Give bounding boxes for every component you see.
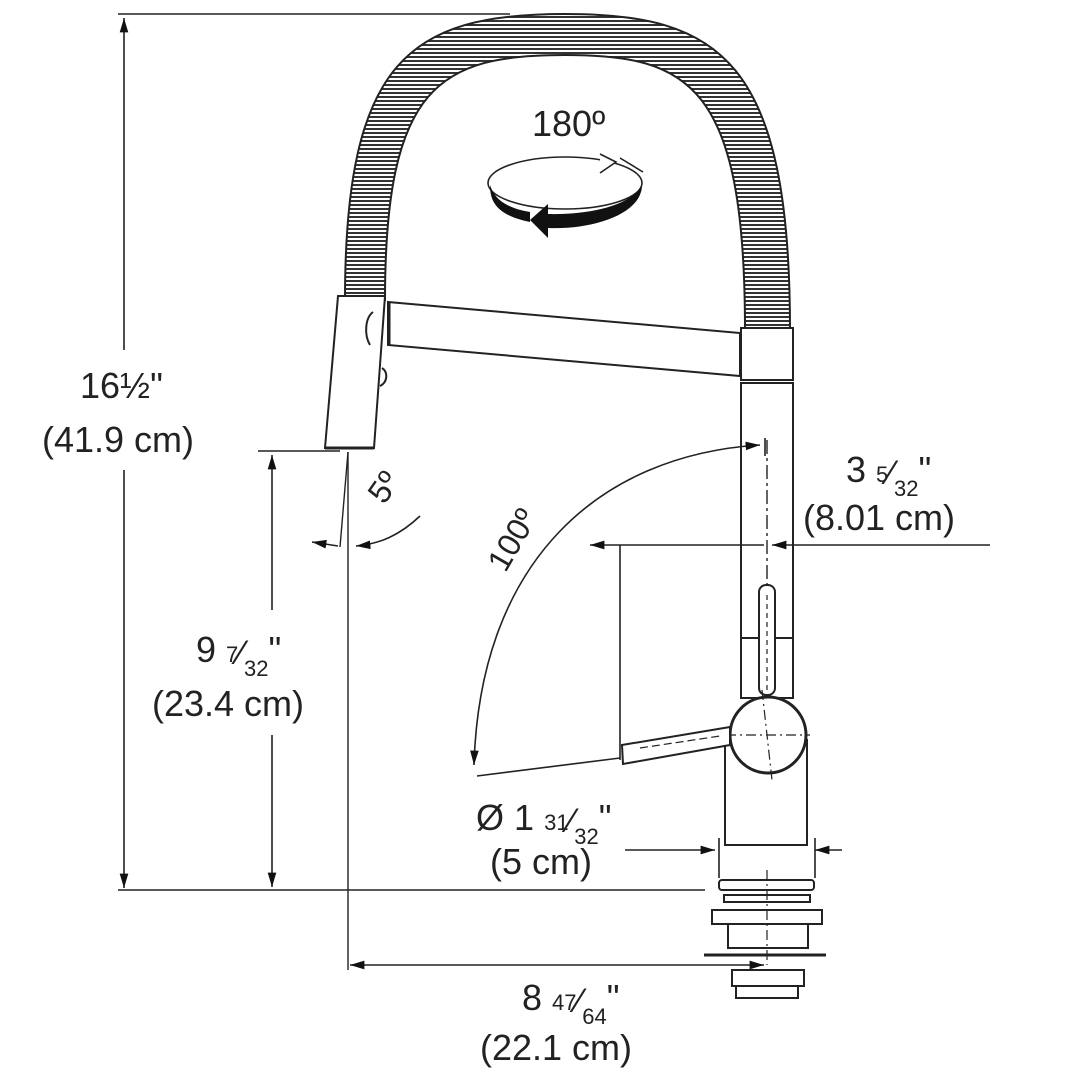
spout-reach-label: 8 47⁄64" [522, 977, 620, 1029]
spout-height-dimension [258, 450, 340, 887]
rotation-arrow-icon [487, 153, 644, 238]
spout-height-whole: 9 [196, 629, 217, 670]
overall-height-metric: (41.9 cm) [42, 419, 195, 460]
fraction-numerator: 47 [552, 990, 577, 1015]
base-diameter-dimension [625, 838, 842, 878]
fraction-numerator: 31 [544, 810, 569, 835]
spout-height-label: 9 7⁄32" [196, 629, 282, 681]
spout-height-metric: (23.4 cm) [152, 683, 305, 724]
spout-reach-fraction: 47⁄64 [552, 982, 607, 1029]
base-diameter-metric: (5 cm) [490, 841, 592, 882]
handle-clearance-label: 3 5⁄32" [846, 449, 932, 501]
spout-height-unit: " [268, 629, 282, 670]
fraction-numerator: 5 [876, 462, 889, 487]
handle-clearance-fraction: 5⁄32 [876, 454, 919, 501]
spout-arm [387, 300, 741, 378]
sprayer-head [323, 295, 388, 450]
overall-height-whole: 16 [80, 365, 121, 406]
base-diameter-unit: " [598, 797, 612, 838]
overall-height-dimension [118, 13, 705, 891]
handle-clearance-dimension [590, 540, 990, 760]
overall-height-label: 16½" [80, 368, 163, 404]
swivel-angle-label: 180º [532, 103, 606, 144]
handle-clearance-metric: (8.01 cm) [803, 497, 956, 538]
base-diameter-fraction: 31⁄32 [544, 802, 599, 849]
spout-reach-whole: 8 [522, 977, 543, 1018]
spout-reach-metric: (22.1 cm) [480, 1027, 633, 1068]
diameter-symbol: Ø [476, 797, 505, 838]
overall-height-fraction: ½ [120, 365, 151, 406]
base-diameter-label: Ø 1 31⁄32" [476, 797, 612, 849]
handle-clearance-whole: 3 [846, 449, 867, 490]
handle-clearance-unit: " [918, 449, 932, 490]
handle-rotation-angle [470, 438, 766, 777]
coil-spring-spout [343, 12, 792, 331]
spray-tilt-angle [311, 515, 421, 550]
spout-reach-unit: " [606, 977, 620, 1018]
fraction-denominator: 64 [582, 1004, 607, 1029]
fraction-denominator: 32 [574, 824, 599, 849]
fraction-denominator: 32 [243, 656, 269, 681]
fraction-denominator: 32 [893, 476, 919, 501]
overall-height-unit: " [150, 365, 163, 406]
spout-height-fraction: 7⁄32 [226, 634, 269, 681]
fraction-numerator: 7 [226, 642, 239, 667]
mounting-hardware [704, 870, 826, 999]
base-diameter-whole: 1 [514, 797, 535, 838]
center-lines [339, 440, 768, 970]
